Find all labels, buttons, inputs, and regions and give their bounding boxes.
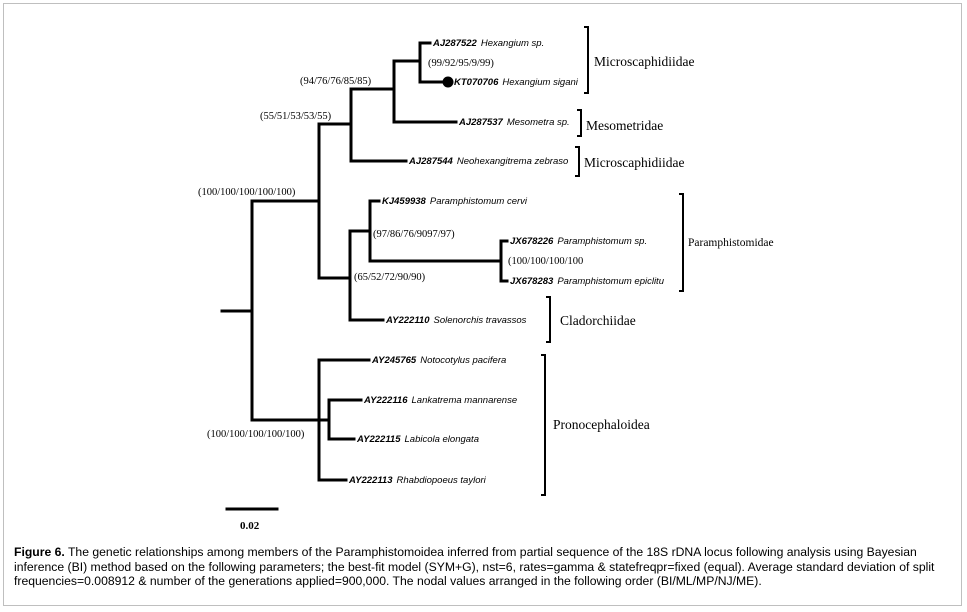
family-bracket — [577, 109, 582, 137]
family-brackets — [541, 26, 684, 496]
family-bracket — [679, 193, 684, 292]
node-support-label: (55/51/53/53/55) — [260, 111, 332, 122]
figure-frame — [3, 3, 962, 606]
node-support-label: (65/52/72/90/90) — [354, 272, 426, 283]
node-support-label: (99/92/95/9/99) — [428, 58, 494, 69]
family-label: Pronocephaloidea — [553, 417, 650, 432]
node-support-labels: (99/92/95/9/99) (94/76/76/85/85) (55/51/… — [198, 58, 583, 440]
family-label: Paramphistomidae — [688, 237, 774, 249]
caption-text: The genetic relationships among members … — [14, 545, 935, 588]
family-bracket — [584, 26, 589, 94]
caption-label: Figure 6. — [14, 545, 65, 559]
node-support-label: (100/100/100/100 — [508, 256, 583, 267]
scale-bar-label: 0.02 — [240, 520, 260, 532]
family-bracket — [541, 354, 546, 496]
family-bracket — [546, 296, 551, 343]
family-label: Microscaphidiidae — [584, 155, 684, 170]
family-label: Mesometridae — [586, 118, 663, 133]
family-labels: Microscaphidiidae Mesometridae Microscap… — [553, 54, 774, 432]
node-support-label: (100/100/100/100/100) — [207, 429, 305, 440]
family-bracket — [575, 146, 580, 177]
figure-caption: Figure 6. The genetic relationships amon… — [14, 545, 954, 589]
node-support-label: (94/76/76/85/85) — [300, 76, 372, 87]
family-label: Microscaphidiidae — [594, 54, 694, 69]
family-label: Cladorchiidae — [560, 313, 636, 328]
tree-branches — [220, 41, 509, 511]
node-support-label: (97/86/76/9097/97) — [373, 229, 455, 240]
highlight-dot-icon — [442, 76, 454, 88]
node-support-label: (100/100/100/100/100) — [198, 187, 296, 198]
